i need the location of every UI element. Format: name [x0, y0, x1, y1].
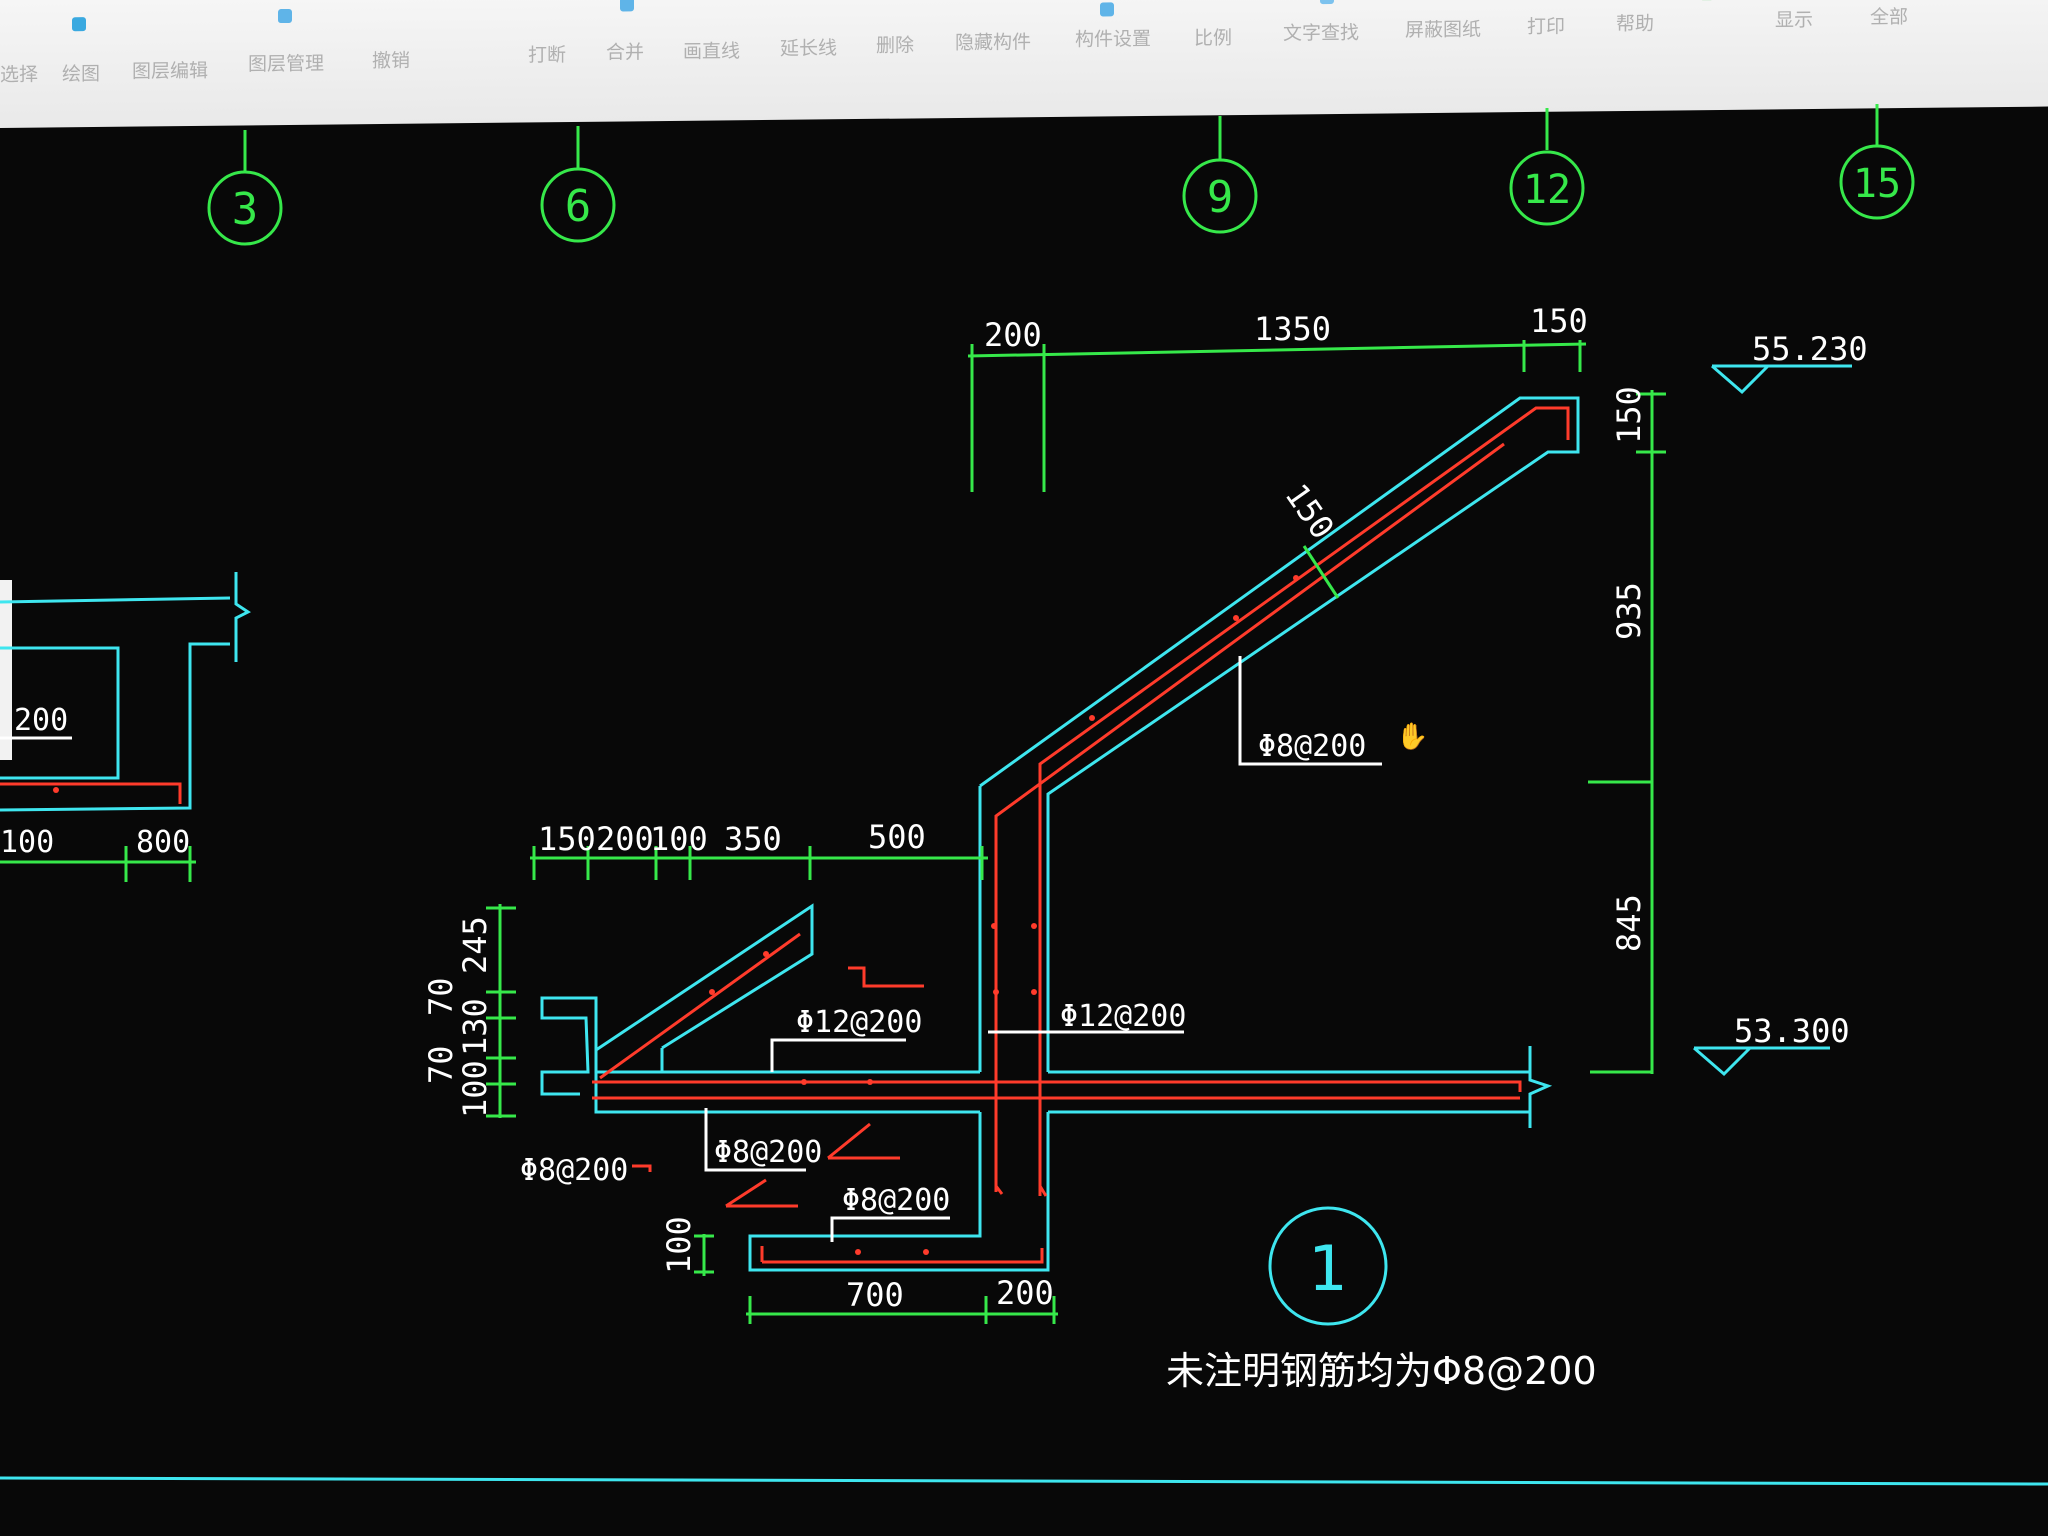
hand-cursor-icon: ✋ — [1396, 722, 1429, 752]
axis-label-12: 12 — [1523, 167, 1571, 213]
rebar-label-mid: Φ8@200 — [714, 1135, 822, 1170]
dim-v-70b: 70 — [422, 1045, 460, 1084]
axis-12 — [1509, 108, 1585, 226]
elevation-bottom: 53.300 — [1734, 1012, 1850, 1050]
elevation-mark-top — [1711, 364, 1852, 395]
axis-6 — [540, 126, 616, 243]
dim-top-150: 150 — [1530, 302, 1588, 340]
rebar-dots — [709, 575, 1299, 1255]
dim-left-150: 150 — [538, 820, 596, 858]
rebar-label-right: Φ12@200 — [1060, 999, 1186, 1034]
drawing-boundary — [0, 1476, 2048, 1486]
dim-bottom-v-100: 100 — [660, 1216, 698, 1274]
dim-top-1350: 1350 — [1254, 310, 1331, 348]
section-number: 1 — [1308, 1232, 1347, 1305]
dim-right-150: 150 — [1610, 386, 1648, 444]
dim-v-70a: 70 — [422, 977, 460, 1016]
rebar-label-flange: Φ8@200 — [520, 1153, 628, 1188]
section-outline — [540, 396, 1580, 1272]
dim-left-200: 200 — [596, 820, 654, 858]
dim-left-100: 100 — [650, 820, 708, 858]
general-note: 未注明钢筋均为Φ8@200 — [1166, 1349, 1597, 1393]
leaders — [704, 656, 1382, 1242]
dim-right-935: 935 — [1610, 582, 1648, 640]
partial-rebar-label: 200 — [14, 703, 68, 738]
partial-dim-2: 800 — [136, 825, 190, 860]
section-bubble — [1268, 1206, 1388, 1326]
partial-dim-1: 100 — [0, 825, 54, 860]
partial-section-left — [0, 572, 251, 882]
axis-label-9: 9 — [1207, 172, 1234, 223]
dim-left-500: 500 — [868, 818, 926, 856]
axis-label-3: 3 — [232, 184, 259, 235]
dim-right-845: 845 — [1610, 894, 1648, 952]
dim-slope-150: 150 — [1277, 477, 1341, 546]
rebar-label-left: Φ12@200 — [796, 1005, 922, 1040]
dim-bottom-700: 700 — [846, 1276, 904, 1314]
elevation-top: 55.230 — [1752, 330, 1868, 368]
rebar-label-bottom: Φ8@200 — [842, 1183, 950, 1218]
axis-15 — [1839, 104, 1915, 220]
dimension-lines — [486, 340, 1666, 1324]
dim-v-130: 130 — [456, 998, 494, 1056]
axis-label-15: 15 — [1853, 161, 1901, 207]
axis-9 — [1182, 116, 1258, 234]
axis-label-6: 6 — [565, 181, 592, 232]
panel-edge — [0, 580, 12, 760]
elevation-mark-bottom — [1693, 1046, 1830, 1077]
dim-v-100: 100 — [456, 1060, 494, 1118]
axis-3 — [207, 130, 283, 246]
dim-bottom-200: 200 — [996, 1274, 1054, 1312]
dim-top-200: 200 — [984, 316, 1042, 354]
dim-left-350: 350 — [724, 820, 782, 858]
dim-v-245: 245 — [456, 916, 494, 974]
rebar-label-slope: Φ8@200 — [1258, 729, 1366, 764]
rebars — [592, 406, 1570, 1264]
